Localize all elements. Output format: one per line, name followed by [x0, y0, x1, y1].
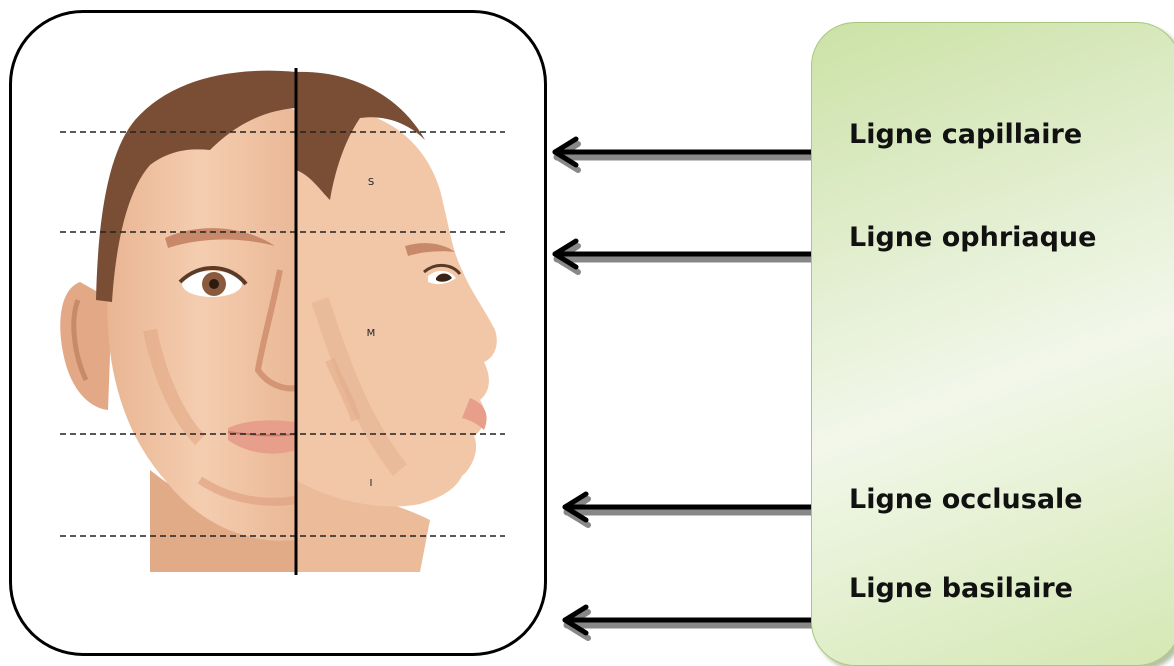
arrow-occlusal: [565, 494, 814, 525]
label-occlusal: Ligne occlusale: [849, 484, 1083, 515]
third-letter-superior: S: [368, 177, 374, 188]
arrow-hairline: [555, 139, 814, 170]
ear-left: [60, 282, 112, 410]
frontal-face: [60, 71, 296, 572]
label-hairline: Ligne capillaire: [849, 119, 1082, 150]
arrow-ophriac: [555, 241, 814, 272]
arrows: [555, 139, 814, 638]
third-letter-inferior: I: [370, 478, 373, 489]
label-basilar: Ligne basilaire: [849, 573, 1073, 604]
third-letter-middle: M: [367, 328, 376, 339]
profile-face: [296, 72, 497, 572]
label-ophriac: Ligne ophriaque: [849, 222, 1096, 253]
arrow-basilar: [565, 607, 814, 638]
